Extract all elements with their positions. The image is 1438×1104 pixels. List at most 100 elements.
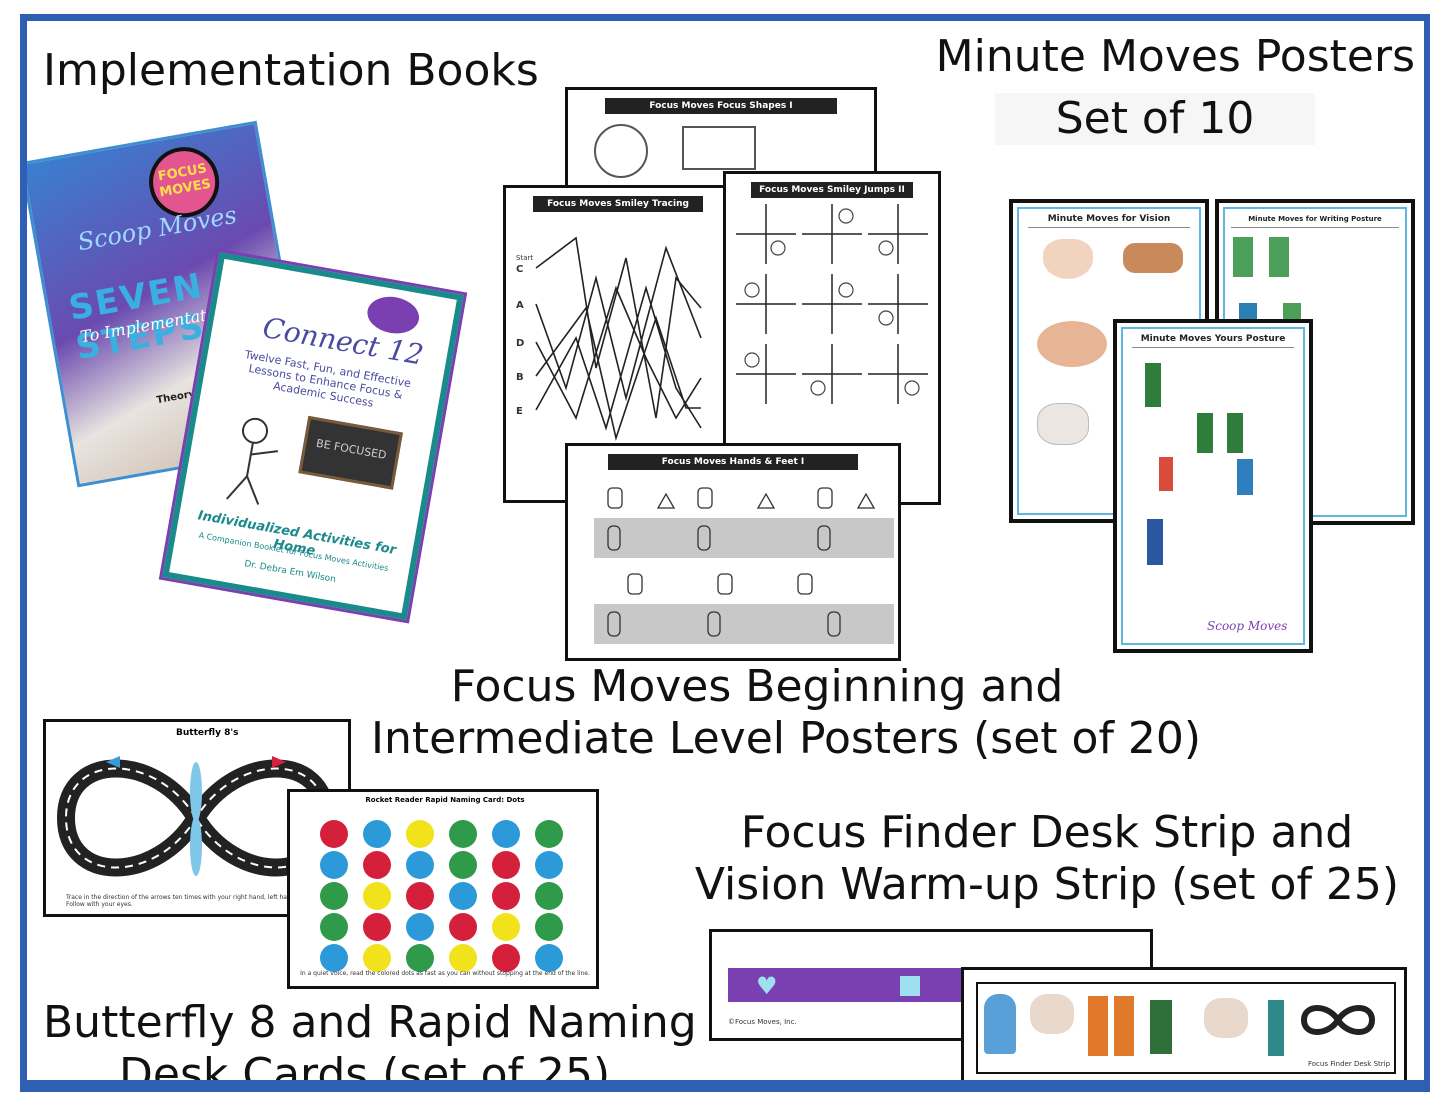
heart-icon: ♥ <box>756 972 778 1000</box>
colored-dot-grid <box>290 792 596 986</box>
strip-inner-border <box>976 982 1396 1074</box>
color-dot-green <box>449 820 477 848</box>
rapid-naming-instructions: In a quiet voice, read the colored dots … <box>300 970 590 977</box>
poster-hands-feet: Focus Moves Hands & Feet I <box>565 443 901 661</box>
minute-moves-subtitle: Set of 10 <box>995 93 1315 145</box>
color-dot-blue <box>406 913 434 941</box>
butterfly-label-line2: Desk Cards (set of 25) <box>119 1049 611 1092</box>
scoop-moves-brand: Scoop Moves <box>75 200 239 257</box>
color-dot-red <box>492 882 520 910</box>
butterfly-card-instructions: Trace in the direction of the arrows ten… <box>66 894 335 908</box>
hands-illustration <box>1204 998 1248 1038</box>
color-dot-red <box>320 820 348 848</box>
poster-title: Minute Moves Yours Posture <box>1132 331 1294 348</box>
hand-illustration <box>1043 239 1093 279</box>
focus-finder-label-line2: Vision Warm-up Strip (set of 25) <box>694 859 1400 910</box>
child-figure <box>1147 519 1163 565</box>
poster-title: Minute Moves for Writing Posture <box>1230 211 1400 228</box>
scoop-moves-brand: Scoop Moves <box>1207 619 1288 633</box>
color-dot-red <box>363 913 391 941</box>
hands-illustration <box>1030 994 1074 1034</box>
feet-row <box>594 518 894 558</box>
child-figure <box>1237 459 1253 495</box>
child-figure <box>1145 363 1161 407</box>
poster-title: Focus Moves Smiley Tracing <box>532 196 704 212</box>
student-drawing <box>212 412 287 511</box>
chalkboard-image: BE FOCUSED <box>298 415 403 490</box>
child-figure <box>1268 1000 1284 1056</box>
butterfly-label-line1: Butterfly 8 and Rapid Naming <box>43 997 697 1048</box>
tracing-letter: B <box>516 372 524 383</box>
color-dot-yellow <box>363 944 391 972</box>
color-dot-blue <box>406 851 434 879</box>
color-dot-blue <box>535 851 563 879</box>
color-dot-blue <box>320 851 348 879</box>
focus-moves-label-line1: Focus Moves Beginning and <box>450 661 1064 712</box>
color-dot-yellow <box>492 913 520 941</box>
poster-minute-posture: Minute Moves Yours Posture Scoop Moves <box>1113 319 1313 653</box>
color-dot-green <box>535 913 563 941</box>
vision-warmup-strip: ♥ ©Focus Moves, Inc. <box>709 929 1153 1041</box>
poster-title: Focus Moves Smiley Jumps II <box>751 182 913 198</box>
child-figure <box>1269 237 1289 277</box>
color-dot-yellow <box>449 944 477 972</box>
collage-frame: Implementation Books Minute Moves Poster… <box>20 14 1430 1092</box>
tracing-lines <box>535 236 702 441</box>
color-dot-red <box>492 944 520 972</box>
color-dot-yellow <box>406 820 434 848</box>
color-dot-yellow <box>363 882 391 910</box>
feet-row <box>594 604 894 644</box>
strip-copyright: ©Focus Moves, Inc. <box>728 1018 797 1026</box>
child-covering-ears-figure <box>984 994 1016 1054</box>
color-dot-green <box>320 913 348 941</box>
child-figure <box>1088 996 1108 1056</box>
hand-illustration <box>1123 243 1183 273</box>
color-dot-blue <box>320 944 348 972</box>
focus-finder-label-line1: Focus Finder Desk Strip and <box>740 807 1354 858</box>
square-icon <box>900 976 920 996</box>
tracing-letter: E <box>516 406 523 417</box>
color-dot-blue <box>492 820 520 848</box>
implementation-books-label: Implementation Books <box>43 45 539 96</box>
color-dot-blue <box>449 882 477 910</box>
circle-shape-icon <box>594 124 648 178</box>
color-dot-blue <box>363 820 391 848</box>
tracing-letter: A <box>516 300 524 311</box>
focus-finder-strip: Focus Finder Desk Strip <box>961 967 1407 1080</box>
poster-title: Minute Moves for Vision <box>1028 211 1190 228</box>
tracing-letter: C <box>516 264 524 275</box>
rapid-naming-title: Rocket Reader Rapid Naming Card: Dots <box>365 796 525 804</box>
minute-moves-title: Minute Moves Posters <box>935 31 1415 82</box>
child-figure <box>1227 413 1243 453</box>
color-dot-green <box>406 944 434 972</box>
rapid-naming-card: Rocket Reader Rapid Naming Card: Dots In… <box>287 789 599 989</box>
jump-grid <box>736 204 928 404</box>
tracing-letter: D <box>516 338 525 349</box>
color-dot-green <box>320 882 348 910</box>
color-dot-green <box>535 820 563 848</box>
poster-title: Focus Moves Focus Shapes I <box>604 98 838 114</box>
color-dot-red <box>406 882 434 910</box>
butterfly-card-title: Butterfly 8's <box>176 728 239 738</box>
rectangle-shape-icon <box>682 126 756 170</box>
color-dot-red <box>363 851 391 879</box>
connect-12-book: Connect 12 Twelve Fast, Fun, and Effecti… <box>158 248 468 624</box>
child-figure <box>1233 237 1253 277</box>
hand-illustration <box>1037 321 1107 367</box>
hands-feet-marks <box>607 487 876 637</box>
tracing-start-label: Start <box>516 254 534 262</box>
color-dot-red <box>492 851 520 879</box>
color-dot-green <box>449 851 477 879</box>
color-dot-green <box>535 882 563 910</box>
poster-title: Focus Moves Hands & Feet I <box>607 454 859 470</box>
child-figure <box>1197 413 1213 453</box>
color-dot-blue <box>535 944 563 972</box>
strip-label: Focus Finder Desk Strip <box>1308 1060 1391 1068</box>
child-figure <box>1114 996 1134 1056</box>
child-figure <box>1150 1000 1172 1054</box>
color-dot-red <box>449 913 477 941</box>
child-figure <box>1159 457 1173 491</box>
focus-moves-label-line2: Intermediate Level Posters (set of 20) <box>371 713 1202 764</box>
infinity-icon <box>1300 1005 1376 1035</box>
hand-illustration <box>1037 403 1089 445</box>
